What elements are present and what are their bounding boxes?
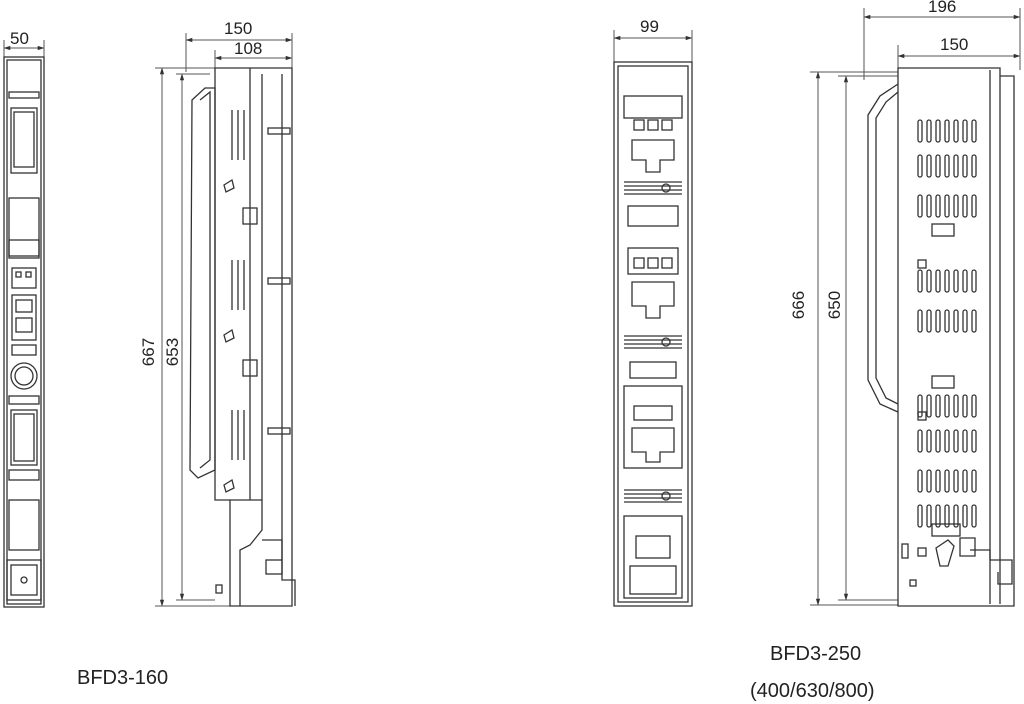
vent-slot — [926, 394, 932, 418]
vent-slot — [944, 309, 950, 333]
bfd3-160-height-total-label: 667 — [139, 338, 158, 366]
vent-slot — [953, 119, 959, 143]
vent-slot — [935, 394, 941, 418]
bfd3-160-front-width-label: 50 — [10, 29, 29, 48]
vent-slot — [917, 504, 923, 528]
vent-slot — [962, 154, 968, 178]
bfd3-160-side-width-total-label: 150 — [224, 19, 252, 38]
vent-slot — [944, 469, 950, 493]
vent-slot — [971, 309, 977, 333]
bfd3-250-front-width-label: 99 — [640, 17, 659, 36]
vent-slot — [917, 469, 923, 493]
vent-slot — [944, 269, 950, 293]
vent-slot — [971, 194, 977, 218]
vent-slot — [962, 504, 968, 528]
vent-slot — [971, 429, 977, 453]
vent-slot — [971, 394, 977, 418]
vent-slot — [935, 194, 941, 218]
vent-slot — [953, 504, 959, 528]
bfd3-250-height-inner-label: 650 — [825, 291, 844, 319]
bfd3-160-front-view: 50 — [3, 29, 45, 608]
bfd3-250-side-width-total-label: 196 — [928, 0, 956, 16]
bfd3-250-side-width-inner-label: 150 — [940, 35, 968, 54]
bfd3-160-side-width-inner-label: 108 — [234, 39, 262, 58]
vent-slot — [944, 504, 950, 528]
vent-slot — [962, 429, 968, 453]
bfd3-250-height-total-label: 666 — [789, 291, 808, 319]
vent-slot — [953, 154, 959, 178]
vent-slot — [935, 154, 941, 178]
vent-slot — [926, 309, 932, 333]
vent-slot — [962, 194, 968, 218]
vent-slot — [935, 429, 941, 453]
vent-slot — [935, 269, 941, 293]
side-vent-slots — [917, 119, 977, 528]
vent-slot — [953, 269, 959, 293]
vent-slot — [971, 469, 977, 493]
vent-slot — [953, 194, 959, 218]
vent-slot — [944, 154, 950, 178]
vent-slot — [944, 429, 950, 453]
vent-slot — [962, 269, 968, 293]
vent-slot — [962, 394, 968, 418]
vent-slot — [926, 429, 932, 453]
bfd3-250-caption-sub: (400/630/800) — [750, 680, 875, 702]
vent-slot — [953, 394, 959, 418]
bfd3-160-side-view: 150 108 667 653 — [139, 19, 296, 607]
vent-slot — [971, 119, 977, 143]
vent-slot — [944, 394, 950, 418]
vent-slot — [926, 119, 932, 143]
vent-slot — [917, 119, 923, 143]
vent-slot — [962, 469, 968, 493]
vent-slot — [926, 269, 932, 293]
vent-slot — [935, 504, 941, 528]
vent-slot — [917, 194, 923, 218]
vent-slot — [971, 504, 977, 528]
vent-slot — [926, 504, 932, 528]
bfd3-250-caption: BFD3-250 — [770, 643, 862, 665]
vent-slot — [944, 194, 950, 218]
bfd3-250-side-view: 196 150 666 650 — [789, 0, 1021, 607]
bfd3-160-height-inner-label: 653 — [163, 338, 182, 366]
vent-slot — [962, 309, 968, 333]
vent-slot — [935, 309, 941, 333]
vent-slot — [917, 394, 923, 418]
vent-slot — [953, 469, 959, 493]
vent-slot — [935, 119, 941, 143]
bfd3-160-caption: BFD3-160 — [77, 667, 169, 689]
vent-slot — [953, 429, 959, 453]
vent-slot — [917, 154, 923, 178]
vent-slot — [917, 269, 923, 293]
vent-slot — [971, 154, 977, 178]
vent-slot — [926, 469, 932, 493]
bfd3-250-front-view: 99 — [613, 17, 693, 607]
vent-slot — [935, 469, 941, 493]
vent-slot — [971, 269, 977, 293]
vent-slot — [917, 429, 923, 453]
vent-slot — [926, 194, 932, 218]
vent-slot — [953, 309, 959, 333]
vent-slot — [944, 119, 950, 143]
vent-slot — [962, 119, 968, 143]
vent-slot — [926, 154, 932, 178]
vent-slot — [917, 309, 923, 333]
